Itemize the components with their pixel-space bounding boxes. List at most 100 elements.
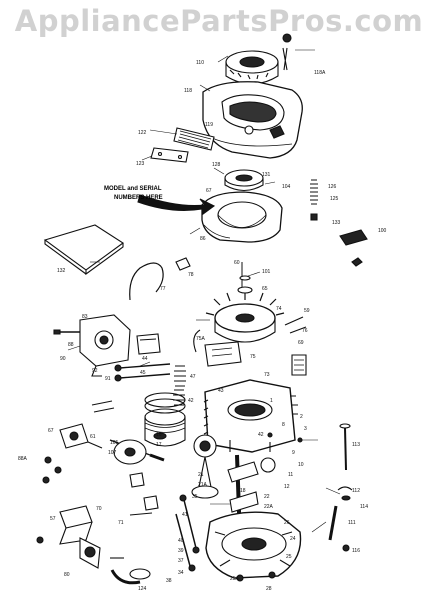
part-number-label: 110: [196, 60, 204, 66]
part-number-label: 132: [57, 268, 66, 274]
part-number-label: 92: [92, 368, 98, 374]
part-number-label: 75: [250, 354, 256, 360]
dipstick-part: [328, 423, 353, 552]
part-number-label: 61: [90, 434, 96, 440]
air-filter-part: [43, 224, 124, 276]
part-number-label: 35: [192, 494, 198, 500]
breather-part: [129, 472, 159, 516]
ratchet-screen-part: [224, 169, 264, 192]
part-number-label: 12: [284, 484, 290, 490]
spring-part: [310, 179, 318, 221]
part-number-label: 128: [212, 162, 221, 168]
part-number-label: 88: [68, 342, 74, 348]
part-number-label: 83: [82, 314, 88, 320]
part-number-label: 104: [282, 184, 291, 190]
part-number-label: 8: [282, 422, 285, 428]
part-number-label: 131: [262, 172, 271, 178]
part-number-label: 22: [264, 494, 270, 500]
part-number-label: 44: [142, 356, 148, 362]
part-number-label: 24: [290, 536, 296, 542]
piston-rings-part: [144, 392, 186, 414]
part-number-label: 90: [60, 356, 66, 362]
small-hardware-part: [36, 400, 303, 544]
grille-part: [173, 127, 215, 151]
part-number-label: 38: [166, 578, 172, 584]
part-number-label: 118: [184, 88, 192, 94]
part-number-label: 107: [108, 450, 117, 456]
part-number-label: 76: [302, 328, 308, 334]
part-number-label: 22A: [264, 504, 274, 510]
screw-part: [282, 33, 292, 71]
bolts-part: [114, 363, 186, 406]
fan-shroud-part: [201, 191, 283, 243]
valves-part: [175, 494, 200, 572]
note-line-1: MODEL and SERIAL: [104, 186, 162, 192]
part-number-label: 67: [206, 188, 212, 194]
sump-part: [205, 511, 302, 582]
part-number-label: 74: [276, 306, 282, 312]
part-number-label: 17: [156, 442, 162, 448]
part-number-label: 41: [182, 512, 188, 518]
part-number-label: 100: [378, 228, 387, 234]
part-number-label: 112: [352, 488, 360, 494]
part-number-label: 126: [328, 184, 337, 190]
carburetor-part: [53, 314, 131, 377]
part-number-label: 26: [284, 520, 290, 526]
starter-cup-part: [225, 50, 279, 85]
part-number-label: 57: [50, 516, 56, 522]
camshaft-part: [109, 439, 165, 465]
part-number-label: 25: [286, 554, 292, 560]
part-number-label: 1: [270, 398, 273, 404]
part-number-label: 118A: [314, 70, 326, 76]
model-serial-note: MODEL and SERIAL NUMBERS HERE: [104, 186, 163, 201]
governor-part: [59, 423, 103, 449]
ignition-wire-part: [129, 257, 191, 301]
part-number-label: 71: [118, 520, 124, 526]
part-number-label: 123: [136, 161, 145, 167]
plate-part: [150, 147, 189, 163]
part-number-label: 75A: [196, 336, 206, 342]
part-number-label: 16: [156, 432, 162, 438]
part-number-label: 42: [258, 432, 264, 438]
part-number-label: 73: [264, 372, 270, 378]
governor-link-part: [284, 316, 307, 376]
part-number-label: 70: [96, 506, 102, 512]
part-number-label: 9: [292, 450, 295, 456]
part-number-label: 60: [234, 260, 240, 266]
part-number-label: 101: [262, 269, 271, 275]
part-number-label: 45: [140, 370, 146, 376]
fuel-cap-part: [59, 505, 101, 569]
part-number-label: 42: [188, 398, 194, 404]
part-number-label: 28: [266, 586, 272, 592]
note-line-2: NUMBERS HERE: [114, 195, 163, 201]
part-number-label: 105: [110, 440, 119, 446]
muffler-pipe-part: [110, 557, 151, 585]
part-number-label: 125: [330, 196, 339, 202]
part-number-label: 124: [138, 586, 147, 592]
part-number-label: 88A: [18, 456, 28, 462]
part-number-label: 133: [332, 220, 341, 226]
part-number-label: 47: [190, 374, 196, 380]
part-number-label: 43: [218, 388, 224, 394]
part-number-label: 113: [352, 442, 360, 448]
part-number-label: 69: [298, 340, 304, 346]
part-number-label: 21A: [198, 482, 208, 488]
part-number-label: 78: [188, 272, 194, 278]
part-number-label: 91: [105, 376, 111, 382]
part-number-label: 80: [64, 572, 70, 578]
part-number-label: 65: [262, 286, 268, 292]
part-number-label: 114: [360, 504, 368, 510]
part-number-label: 111: [348, 520, 356, 526]
part-number-label: 39: [178, 548, 184, 554]
connecting-rod-part: [191, 434, 219, 499]
gasket-part: [136, 333, 161, 355]
part-number-label: 37: [178, 558, 184, 564]
part-number-label: 21: [198, 472, 204, 478]
part-number-label: 86: [200, 236, 206, 242]
part-number-label: 67: [48, 428, 54, 434]
part-number-label: 119: [205, 122, 213, 128]
flywheel-part: [205, 262, 285, 343]
